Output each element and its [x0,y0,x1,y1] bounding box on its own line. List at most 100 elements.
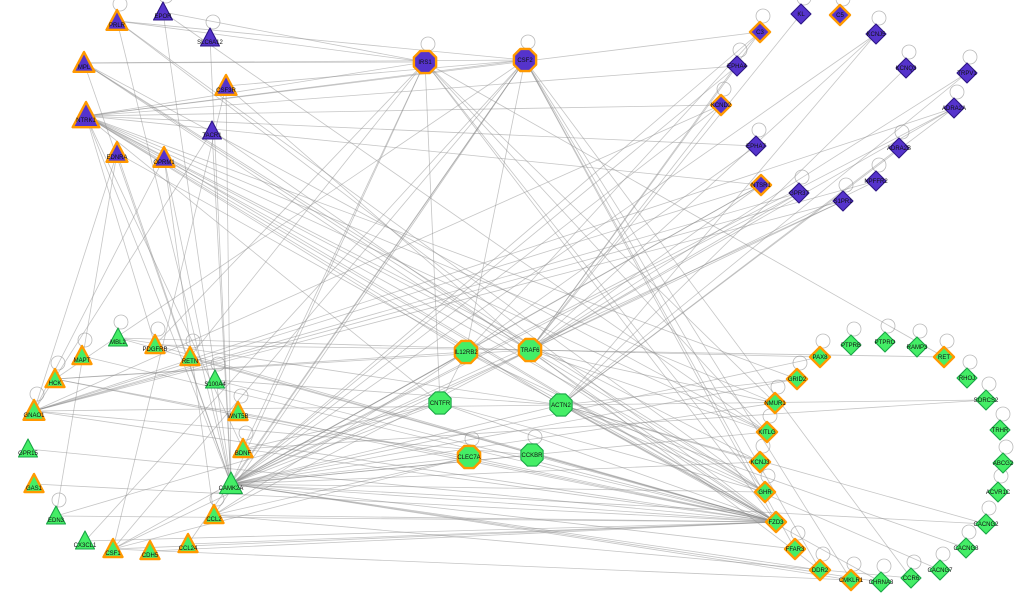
node-shape[interactable] [932,345,956,369]
node-shape[interactable] [45,505,67,525]
edge[interactable] [33,184,762,412]
self-loop-edge[interactable] [894,124,910,140]
edge[interactable] [33,404,562,412]
node-shape[interactable] [139,539,161,561]
self-loop-edge[interactable] [939,333,955,349]
node-shape[interactable] [865,170,887,192]
node-CACNG7[interactable]: CACNG7 [927,559,953,581]
node-shape[interactable] [785,367,809,391]
self-loop-edge[interactable] [962,49,978,65]
node-shape[interactable] [22,398,46,421]
self-loop-edge[interactable] [790,525,806,541]
node-RAMP3[interactable]: RAMP3 [906,336,928,358]
edge[interactable] [162,11,426,63]
edge[interactable] [424,61,441,404]
self-loop-edge[interactable] [846,556,862,572]
node-shape[interactable] [992,452,1014,474]
node-GNAO1[interactable]: GNAO1 [22,398,46,421]
edge[interactable] [55,152,118,517]
self-loop-edge[interactable] [871,157,887,173]
self-loop-edge[interactable] [949,84,965,100]
self-loop-edge[interactable] [716,81,732,97]
edge[interactable] [85,104,722,117]
node-shape[interactable] [808,558,832,582]
node-shape[interactable] [44,367,66,389]
self-loop-edge[interactable] [815,546,831,562]
edge[interactable] [242,402,441,450]
node-shape[interactable] [203,503,225,525]
edge[interactable] [524,59,821,571]
node-IL12RB2[interactable]: IL12RB2 [453,339,478,365]
self-loop-edge[interactable] [796,0,812,6]
node-S100A4[interactable]: S100A4 [204,369,226,389]
node-EDNRA[interactable]: EDNRA [105,140,129,164]
node-RHOJ[interactable]: RHOJ [956,367,978,389]
node-shape[interactable] [929,559,951,581]
edge[interactable] [163,157,215,516]
self-loop-edge[interactable] [935,546,951,562]
node-shape[interactable] [71,100,101,129]
node-shape[interactable] [204,369,226,389]
node-shape[interactable] [753,480,777,504]
node-CACNG3[interactable]: CACNG3 [953,537,979,559]
self-loop-edge[interactable] [751,122,767,138]
edge[interactable] [213,349,531,516]
edge[interactable] [560,404,882,583]
edge[interactable] [424,61,768,433]
node-CCR6[interactable]: CCR6 [900,567,922,589]
node-KCNJ5[interactable]: KCNJ5 [865,23,887,45]
edge[interactable] [465,31,761,353]
node-GRID2[interactable]: GRID2 [785,367,809,391]
node-shape[interactable] [105,8,129,31]
edge[interactable] [209,37,232,485]
node-EPHA7[interactable]: EPHA7 [745,135,767,157]
edge[interactable] [230,61,426,485]
edge[interactable] [242,399,987,450]
node-shape[interactable] [748,20,772,44]
edge[interactable] [529,200,844,351]
edge[interactable] [112,85,227,550]
self-loop-edge[interactable] [906,554,922,570]
edge[interactable] [116,20,526,61]
node-shape[interactable] [709,93,733,117]
edge[interactable] [117,337,562,406]
node-OPRM1[interactable]: OPRM1 [152,145,176,169]
edge[interactable] [529,349,821,571]
node-FZD3[interactable]: FZD3 [764,510,788,534]
edge[interactable] [465,145,757,353]
node-GPR15[interactable]: GPR15 [17,438,38,458]
self-loop-edge[interactable] [846,321,862,337]
self-loop-edge[interactable] [770,379,786,395]
edge[interactable] [112,456,470,550]
edge[interactable] [529,13,802,351]
edge[interactable] [529,192,800,351]
node-TRHR[interactable]: TRHR [989,419,1011,441]
edge[interactable] [529,349,945,358]
edge[interactable] [54,351,467,380]
node-shape[interactable] [428,391,452,415]
edge[interactable] [84,521,777,542]
edge[interactable] [230,184,762,485]
edge[interactable] [116,20,232,485]
edge[interactable] [163,157,232,485]
node-IRS1[interactable]: IRS1 [412,49,438,75]
edge[interactable] [85,115,244,450]
edge[interactable] [27,448,777,523]
edge[interactable] [230,483,766,493]
edge[interactable] [33,130,213,412]
node-MPL[interactable]: MPL [72,50,96,74]
node-shape[interactable] [745,135,767,157]
edge[interactable] [116,20,777,523]
edge[interactable] [214,379,562,406]
edge[interactable] [230,483,852,581]
self-loop-edge[interactable] [815,333,831,349]
edge[interactable] [529,349,768,433]
node-shape[interactable] [456,444,482,470]
node-shape[interactable] [828,3,852,27]
node-shape[interactable] [888,137,910,159]
self-loop-edge[interactable] [520,34,536,50]
edge[interactable] [54,59,526,380]
node-PRLR[interactable]: PRLR [105,8,129,31]
edge[interactable] [560,72,968,406]
edge[interactable] [529,349,766,493]
